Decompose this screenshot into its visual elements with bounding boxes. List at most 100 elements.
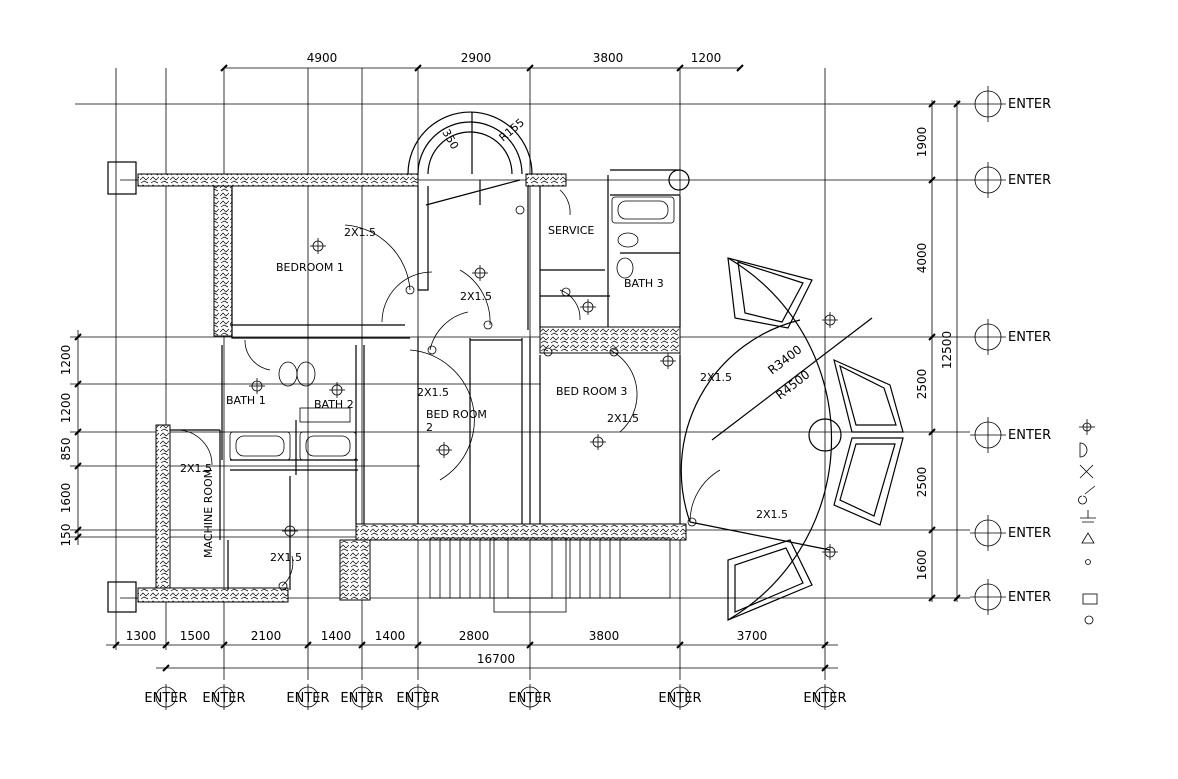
two-way-switch-icon [1078, 485, 1096, 505]
dim-bottom-4: 1400 [321, 629, 352, 643]
room-labels: BEDROOM 1 BED ROOM 2 BED ROOM 3 BATH 1 B… [202, 224, 664, 558]
dim-right-2: 4000 [915, 243, 929, 274]
dim-top-4: 1200 [691, 51, 722, 65]
axis-label: ENTER [340, 691, 383, 706]
dim-top-3: 3800 [593, 51, 624, 65]
room-bath-2: BATH 2 [314, 398, 354, 411]
light-fixture [436, 442, 452, 458]
light-fixture [472, 265, 488, 281]
room-bedroom-3: BED ROOM 3 [556, 385, 627, 398]
axis-label: ENTER [1008, 173, 1051, 188]
fixture-label: 2X1.5 [344, 226, 376, 239]
dim-bottom-5: 1400 [375, 629, 406, 643]
fixture-label: 2X1.5 [417, 386, 449, 399]
light-point-icon [1079, 419, 1095, 435]
axis-label: ENTER [1008, 330, 1051, 345]
axis-marker: ENTER [970, 417, 1051, 453]
axis-label: ENTER [803, 691, 846, 706]
stone-walls [137, 173, 687, 603]
dim-bottom-total: 16700 [477, 652, 515, 666]
column [107, 581, 137, 613]
axis-label: ENTER [144, 691, 187, 706]
dim-bottom-8: 3700 [737, 629, 768, 643]
room-service: SERVICE [548, 224, 594, 237]
light-fixture [580, 299, 596, 315]
axis-marker: ENTER [396, 684, 440, 710]
room-bedroom-2: BED ROOM [426, 408, 487, 421]
light-fixture [590, 434, 606, 450]
left-dimensions: 1200 1200 850 1600 150 [59, 345, 73, 547]
fixture-label: 2X1.5 [756, 508, 788, 521]
top-dimensions: 4900 2900 3800 1200 [307, 51, 722, 65]
axis-marker: ENTER [508, 684, 552, 710]
light-fixture [822, 312, 838, 328]
triangle-icon [1081, 532, 1095, 544]
axis-label: ENTER [508, 691, 551, 706]
door-swings [177, 189, 721, 587]
fixture-label: 2X1.5 [180, 462, 212, 475]
axis-label: ENTER [286, 691, 329, 706]
bath-fixtures [229, 196, 675, 461]
dim-bottom-7: 3800 [589, 629, 620, 643]
axis-marker: ENTER [202, 684, 246, 710]
light-fixture [249, 378, 265, 394]
fixture-labels: 2X1.5 2X1.5 2X1.5 2X1.5 2X1.5 2X1.5 2X1.… [180, 226, 788, 564]
wall-light-icon [1079, 442, 1088, 458]
dim-right-1: 1900 [915, 127, 929, 158]
column [107, 161, 137, 195]
fixture-label: 2X1.5 [607, 412, 639, 425]
axis-marker: ENTER [970, 515, 1051, 551]
dim-left-2: 1200 [59, 393, 73, 424]
axis-marker: ENTER [970, 579, 1051, 615]
dim-right-3: 2500 [915, 369, 929, 400]
axis-marker: ENTER [970, 319, 1051, 355]
axis-label: ENTER [396, 691, 439, 706]
curved-terrace [680, 257, 904, 621]
dim-bottom-6: 2800 [459, 629, 490, 643]
switch-icon [1079, 464, 1094, 479]
axis-marker: ENTER [970, 86, 1051, 122]
dim-top-1: 4900 [307, 51, 338, 65]
dim-left-4: 1600 [59, 483, 73, 514]
axis-marker: ENTER [286, 684, 330, 710]
room-bedroom-1: BEDROOM 1 [276, 261, 344, 274]
light-fixture [282, 523, 298, 539]
dimension-ticks [74, 64, 961, 672]
light-fixture [660, 353, 676, 369]
bottom-axis-markers: ENTER ENTER ENTER ENTER ENTER ENTER ENTE… [144, 684, 847, 710]
light-fixture [822, 544, 838, 560]
axis-marker: ENTER [803, 684, 847, 710]
axis-label: ENTER [658, 691, 701, 706]
dim-bottom-1: 1300 [126, 629, 157, 643]
dim-left-5: 150 [59, 524, 73, 547]
double-circle-icon [1084, 615, 1094, 625]
dimension-lines [77, 67, 958, 669]
small-circle-icon [1085, 559, 1091, 565]
axis-label: ENTER [1008, 428, 1051, 443]
axis-marker: ENTER [970, 162, 1051, 198]
dim-bottom-2: 1500 [180, 629, 211, 643]
electrical-fixtures [249, 205, 838, 591]
dim-right-total: 12500 [940, 331, 954, 369]
axis-label: ENTER [1008, 526, 1051, 541]
panel-icon [1082, 593, 1098, 605]
socket-icon [1080, 510, 1096, 523]
staircase [429, 537, 671, 613]
right-dimensions: 1900 4000 2500 2500 1600 12500 [915, 127, 954, 581]
light-fixture [329, 382, 345, 398]
room-bath-1: BATH 1 [226, 394, 266, 407]
room-bath-3: BATH 3 [624, 277, 664, 290]
dim-bottom-3: 2100 [251, 629, 282, 643]
dim-top-2: 2900 [461, 51, 492, 65]
symbol-legend [1078, 419, 1098, 625]
dim-left-3: 850 [59, 438, 73, 461]
room-bedroom-2-number: 2 [426, 421, 433, 434]
dim-right-5: 1600 [915, 550, 929, 581]
axis-marker: ENTER [340, 684, 384, 710]
fixture-label: 2X1.5 [460, 290, 492, 303]
bottom-dimensions: 1300 1500 2100 1400 1400 2800 3800 3700 … [126, 629, 768, 666]
room-machine: MACHINE ROOM [202, 469, 215, 558]
fixture-label: 2X1.5 [270, 551, 302, 564]
dim-right-4: 2500 [915, 467, 929, 498]
